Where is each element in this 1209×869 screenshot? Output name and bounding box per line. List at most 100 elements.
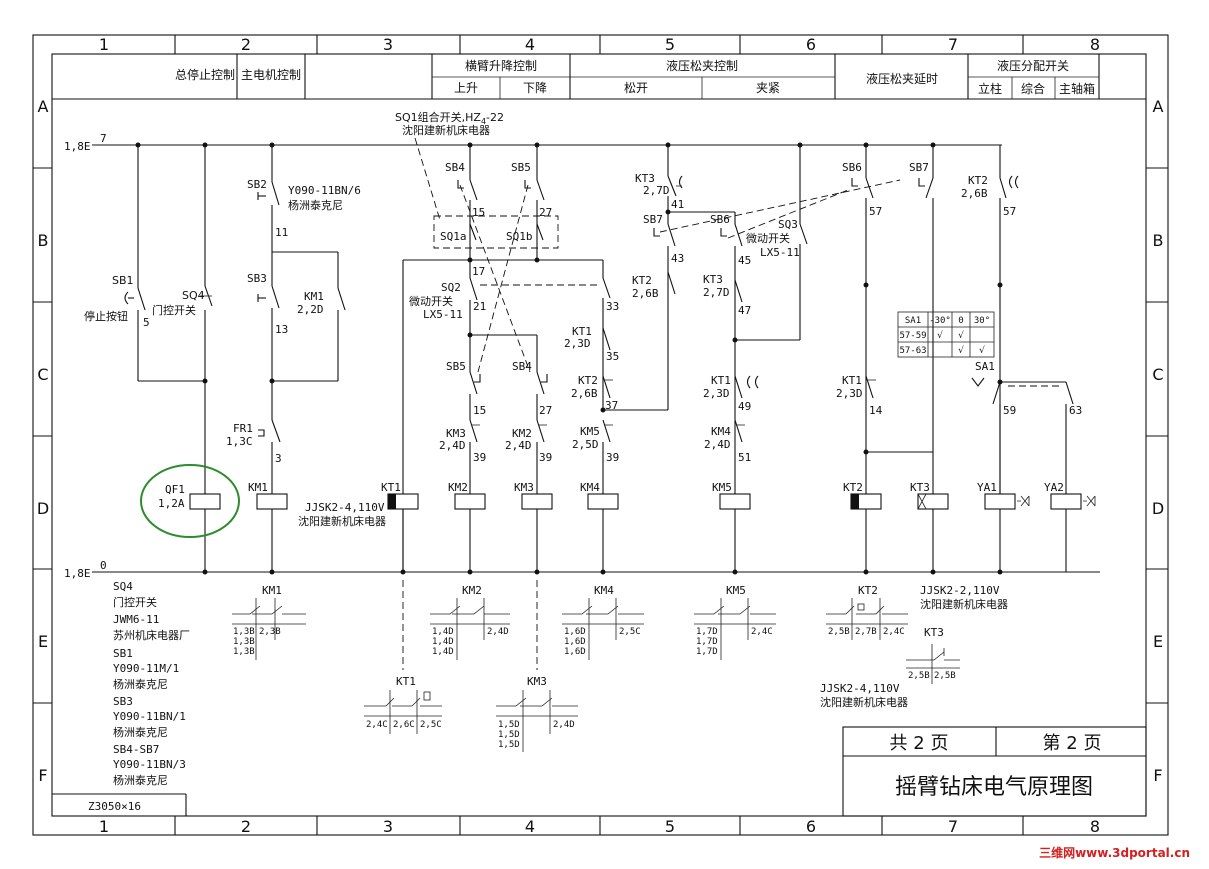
main-motor-circuit: SB2 Y090-11BN/6 杨洲泰克尼 11 KM1 2,2D SB3 13… xyxy=(226,142,361,575)
km4-contact-label: KM4 xyxy=(711,425,731,438)
kt2-contact2-ref: 2,6B xyxy=(632,287,659,300)
km1-contact-ref: 2,2D xyxy=(297,303,324,316)
xref-cell: 2,7B xyxy=(855,627,877,637)
kt1-model: JJSK2-4,110V xyxy=(305,501,385,514)
sb6b-label: SB6 xyxy=(842,161,862,174)
sb2-maker: 杨洲泰克尼 xyxy=(288,198,343,212)
hydraulic-clamp-circuit: KT1 2,3D 35 KT2 2,6B 37 KM5 2,5D 39 KM4 … xyxy=(564,142,901,575)
xref-cell: 2,6C xyxy=(393,720,415,730)
wire-41: 41 xyxy=(671,198,684,211)
sq4-desc: 门控开关 xyxy=(152,303,196,317)
xref-cell: 2,4C xyxy=(366,720,388,730)
row-labels-right: A B C D E F xyxy=(1152,97,1164,785)
sb5-label: SB5 xyxy=(511,161,531,174)
model-number: Z3050×16 xyxy=(88,800,141,813)
header-main-motor: 主电机控制 xyxy=(241,68,301,82)
xref-cell: 2,4C xyxy=(751,627,773,637)
col-label: 4 xyxy=(525,817,535,836)
xref-cell: 1,3B xyxy=(233,627,255,637)
xref-cell: 1,4D xyxy=(432,637,454,647)
note-line: SQ4 xyxy=(113,580,133,593)
delay-distribution-circuit: SB6 57 SB7 KT2 2,6B 57 KT1 2,3D 14 xyxy=(836,142,1096,611)
row-label: B xyxy=(1153,231,1164,250)
kt3-contact2-label: KT3 xyxy=(703,273,723,286)
function-header: 总停止控制 主电机控制 横臂升降控制 上升 下降 液压松夹控制 松开 夹紧 液压… xyxy=(52,54,1146,100)
xref-kt1: KT1 2,4C 2,6C 2,5C xyxy=(364,675,442,734)
sa1-table-h0: SA1 xyxy=(905,316,921,326)
sq1-title: SQ1组合开关,HZ4-22 xyxy=(395,110,504,126)
column-labels-top: 1 2 3 4 5 6 7 8 xyxy=(99,35,1100,54)
wire-11: 11 xyxy=(275,226,288,239)
kt1-coil-label: KT1 xyxy=(381,481,401,494)
sa1-table-r2: 57-63 xyxy=(899,346,926,356)
sq4-label: SQ4 xyxy=(182,289,205,302)
wire-33: 33 xyxy=(606,300,619,313)
col-label: 6 xyxy=(806,35,816,54)
xref-cell: 2,4D xyxy=(487,627,509,637)
col-label: 2 xyxy=(241,35,251,54)
sa1-table-r1: 57-59 xyxy=(899,331,926,341)
xref-km1: KM1 1,3B 1,3B 1,3B 2,3B xyxy=(232,584,306,660)
kt1-contact2-ref: 2,3D xyxy=(703,387,730,400)
xref-cell: 1,4D xyxy=(432,647,454,657)
ya1-valve-icon xyxy=(1017,495,1030,507)
kt2-coil-label: KT2 xyxy=(843,481,863,494)
power-bus: 1,8E 7 1,8E 0 xyxy=(64,132,1100,580)
wire-15b: 15 xyxy=(473,404,486,417)
row-label: A xyxy=(38,97,49,116)
total-pages: 共 2 页 xyxy=(890,733,949,754)
ya2-valve-icon xyxy=(1083,495,1096,507)
title-block: 共 2 页 第 2 页 摇臂钻床电气原理图 xyxy=(842,726,1147,817)
wire-27: 27 xyxy=(539,206,552,219)
row-label: E xyxy=(38,632,48,651)
wire-47: 47 xyxy=(738,304,751,317)
header-up: 上升 xyxy=(454,81,478,95)
xref-cell: 1,5D xyxy=(498,730,520,740)
wire-15: 15 xyxy=(472,206,485,219)
xref-cell: 2,5B xyxy=(934,671,956,681)
km1-contact-label: KM1 xyxy=(304,290,324,303)
xref-km4-label: KM4 xyxy=(594,584,614,597)
wire-39b: 39 xyxy=(539,451,552,464)
header-clamp: 夹紧 xyxy=(756,81,780,95)
header-release: 松开 xyxy=(624,81,648,95)
note-line: 杨洲泰克尼 xyxy=(113,725,168,739)
row-label: E xyxy=(1153,632,1163,651)
col-label: 8 xyxy=(1090,35,1100,54)
wire-45: 45 xyxy=(738,254,751,267)
km2-coil-label: KM2 xyxy=(448,481,468,494)
km5-contact-ref: 2,5D xyxy=(572,438,599,451)
note-line: Y090-11BN/1 xyxy=(113,710,186,723)
sb3-label: SB3 xyxy=(247,272,267,285)
wire-51: 51 xyxy=(738,451,751,464)
note-line: 杨洲泰克尼 xyxy=(113,773,168,787)
page-number: 第 2 页 xyxy=(1043,733,1102,754)
drawing-frame xyxy=(32,34,1169,836)
sa1-table-r2c2: √ xyxy=(958,345,964,356)
xref-cell: 1,3B xyxy=(233,637,255,647)
xref-km5-label: KM5 xyxy=(726,584,746,597)
wire-37: 37 xyxy=(605,399,618,412)
row-label: C xyxy=(37,365,48,384)
header-combined: 综合 xyxy=(1021,81,1045,96)
wire-57b: 57 xyxy=(1003,205,1016,218)
sb4b-label: SB4 xyxy=(512,360,532,373)
column-labels-bottom: 1 2 3 4 5 6 7 8 xyxy=(99,817,1100,836)
kt1-contact3-ref: 2,3D xyxy=(836,387,863,400)
wire-39c: 39 xyxy=(606,451,619,464)
wire-13: 13 xyxy=(275,323,288,336)
col-label: 4 xyxy=(525,35,535,54)
sb2-model: Y090-11BN/6 xyxy=(288,184,361,197)
sa1-table-r1c1: √ xyxy=(937,330,943,341)
sq1b-label: SQ1b xyxy=(506,230,533,243)
col-label: 5 xyxy=(665,35,675,54)
row-label: A xyxy=(1153,97,1164,116)
km2-contact-ref: 2,4D xyxy=(505,439,532,452)
sq1-maker: 沈阳建新机床电器 xyxy=(402,123,490,137)
note-line: JWM6-11 xyxy=(113,613,159,626)
sa1-table-h3: 30° xyxy=(974,316,990,326)
xref-km4: KM4 1,6D 1,6D 1,6D 2,5C xyxy=(562,584,644,660)
xref-kt3-label: KT3 xyxy=(924,626,944,639)
wire-49: 49 xyxy=(738,400,751,413)
header-column: 立柱 xyxy=(978,81,1002,96)
